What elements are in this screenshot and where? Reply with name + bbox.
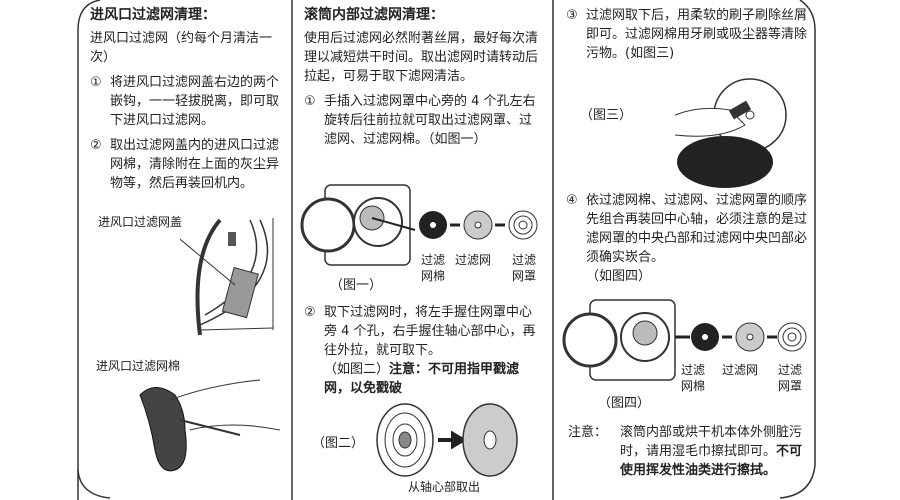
- step-number: ③: [566, 8, 578, 23]
- figure-3-illustration: [674, 78, 787, 188]
- label-filter-cover: 进风口过滤网盖: [98, 215, 183, 229]
- step-text: 过滤网取下后，用柔软的刷子刷除丝屑即可。过滤网棉用牙刷或吸尘器等清除污物。(如图…: [586, 8, 808, 61]
- figure-1-illustration: [300, 184, 538, 266]
- note-block: 注意： 滚筒内部或烘干机本体外侧脏污时，请用湿毛巾擦拭即可。不可使用挥发性油类进…: [568, 423, 808, 480]
- step-1: ① 将进风口过滤网盖右边的两个嵌钩，一一轻拔脱离，即可取下进风口过滤网。: [90, 73, 285, 130]
- step-number: ①: [90, 75, 102, 90]
- fig1-label-filter: 过滤网: [455, 253, 492, 267]
- cleaning-cotton-illustration: [139, 379, 280, 472]
- label-filter-cotton: 进风口过滤网棉: [96, 359, 181, 373]
- fig2-caption: （图二）: [312, 436, 365, 451]
- figure-ref: （如图二）: [324, 362, 390, 377]
- fig1-caption: （图一）: [330, 278, 383, 293]
- figure-4-illustration: [562, 299, 807, 381]
- step-text: 取下过滤网时，将左手握住网罩中心旁 4 个孔，右手握住轴心部中心，再往外拉，就可…: [324, 305, 536, 358]
- intro-text: 进风口过滤网（约每个月清洁一次）: [90, 31, 273, 65]
- step-text: 依过滤网棉、过滤网、过滤网罩的顺序先组合再装回中心轴，必须注意的是过滤网罩的中央…: [586, 193, 808, 265]
- section-title-drum-filter: 滚筒内部过滤网清理：: [304, 7, 444, 23]
- middle-step-2: ② 取下过滤网时，将左手握住网罩中心旁 4 个孔，右手握住轴心部中心，再往外拉，就…: [304, 303, 544, 398]
- note-label: 注意：: [568, 425, 608, 440]
- step-number: ①: [304, 94, 316, 109]
- step-text: 取出过滤网盖内的进风口过滤网棉，清除附在上面的灰尘异物等，然后再装回机内。: [110, 138, 280, 191]
- right-column: ③ 过滤网取下后，用柔软的刷子刷除丝屑即可。过滤网棉用牙刷或吸尘器等清除污物。(如…: [566, 6, 811, 69]
- section-title-inlet-filter: 进风口过滤网清理：: [90, 7, 216, 23]
- step-3: ③ 过滤网取下后，用柔软的刷子刷除丝屑即可。过滤网棉用牙刷或吸尘器等清除污物。(如…: [566, 6, 811, 63]
- left-column: 进风口过滤网清理： 进风口过滤网（约每个月清洁一次） ① 将进风口过滤网盖右边的两…: [90, 6, 285, 199]
- step-2: ② 取下过滤网时，将左手握住网罩中心旁 4 个孔，右手握住轴心部中心，再往外拉，就…: [304, 303, 544, 398]
- fig4-label-filter: 过滤网: [722, 363, 759, 377]
- figure-2-illustration: [376, 403, 518, 477]
- step-4: ④ 依过滤网棉、过滤网、过滤网罩的顺序先组合再装回中心轴，必须注意的是过滤网罩的中…: [566, 191, 811, 286]
- fig2-label: 从轴心部取出: [408, 480, 481, 494]
- step-text: 手插入过滤网罩中心旁的 4 个孔左右旋转后往前拉就可取出过滤网罩、过滤网、过滤网…: [324, 94, 536, 147]
- right-step-4: ④ 依过滤网棉、过滤网、过滤网罩的顺序先组合再装回中心轴，必须注意的是过滤网罩的中…: [566, 191, 811, 292]
- step-number: ④: [566, 193, 578, 208]
- step-number: ②: [90, 138, 102, 153]
- figure-ref: （如图四）: [586, 269, 652, 284]
- fig3-caption: （图三）: [580, 108, 633, 123]
- fig1-label-cotton: 过滤网棉: [420, 253, 445, 283]
- note-text: 滚筒内部或烘干机本体外侧脏污时，请用湿毛巾擦拭即可。: [620, 425, 803, 459]
- inlet-filter-cover-illustration: [180, 218, 274, 335]
- intro-text: 使用后过滤网必然附著丝屑，最好每次清理以减短烘干时间。取出滤网时请转动后拉起，可…: [304, 31, 539, 84]
- step-number: ②: [304, 305, 316, 320]
- fig4-label-cotton: 过滤网棉: [680, 363, 705, 393]
- warning-text: 注意：不可用指甲戳滤网，以免戳破: [324, 362, 520, 396]
- fig4-label-cover: 过滤网罩: [777, 363, 802, 393]
- step-text: 将进风口过滤网盖右边的两个嵌钩，一一轻拔脱离，即可取下进风口过滤网。: [110, 75, 280, 128]
- middle-column: 滚筒内部过滤网清理： 使用后过滤网必然附著丝屑，最好每次清理以减短烘干时间。取出…: [304, 6, 544, 155]
- step-2: ② 取出过滤网盖内的进风口过滤网棉，清除附在上面的灰尘异物等，然后再装回机内。: [90, 136, 285, 193]
- fig4-caption: （图四）: [598, 396, 651, 411]
- step-1: ① 手插入过滤网罩中心旁的 4 个孔左右旋转后往前拉就可取出过滤网罩、过滤网、过滤…: [304, 92, 544, 149]
- note-warning: 不可使用挥发性油类进行擦拭。: [620, 444, 803, 478]
- fig1-label-cover: 过滤网罩: [511, 253, 536, 283]
